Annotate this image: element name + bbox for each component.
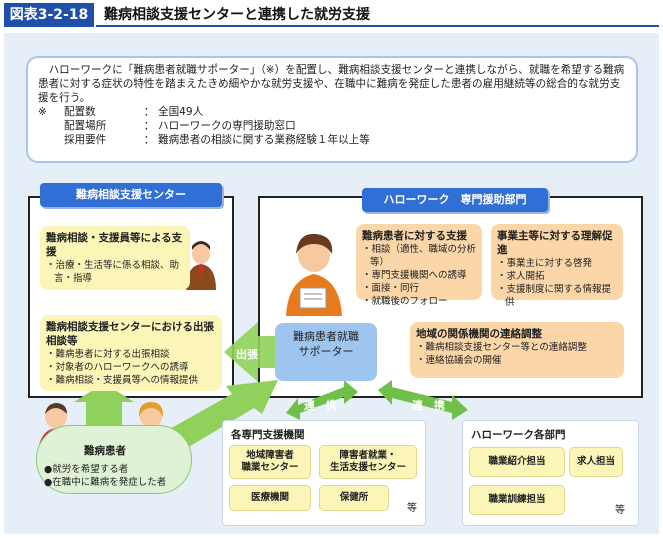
box-title: 難病患者に対する支援 [362,230,467,242]
spec-row: ※ 配置数 ： 全国49人 [38,105,626,119]
box-item: ・支援制度に関する情報提供 [497,284,612,308]
intro-paragraph: ハローワークに「難病患者就職サポーター」（※）を配置し、難病相談支援センターと連… [38,64,625,104]
intro-box: ハローワークに「難病患者就職サポーター」（※）を配置し、難病相談支援センターと連… [26,56,638,163]
box-item: ・就職後のフォロー [362,296,448,307]
agencies-etc: 等 [407,503,417,514]
box-title: 地域の関係機関の連絡調整 [416,328,542,340]
dispatch-label: 出張 [236,348,258,361]
spec-sep: ： [143,120,155,132]
supporter-line2: サポーター [298,345,354,358]
chip-line: 職業センター [241,462,299,473]
box-item: ・求人開拓 [497,271,545,282]
chip-line: 地域障害者 [246,450,294,461]
spec-sep: ： [143,134,155,146]
agency-chip: 地域障害者 職業センター [229,445,311,479]
spec-row: 配置場所 ： ハローワークの専門援助窓口 [38,119,626,133]
box-title: 難病相談支援センターにおける出張相談等 [46,321,214,347]
spec-row: 採用要件 ： 難病患者の相談に関する業務経験１年以上等 [38,133,626,147]
box-item: ・事業主に対する啓発 [497,258,593,269]
chip-line: 医療機関 [250,492,289,503]
employer-support-box: 事業主等に対する理解促進 ・事業主に対する啓発 ・求人開拓 ・支援制度に関する情… [491,224,623,308]
patients-item: ●在職中に難病を発症した者 [44,477,167,488]
agency-chip: 医療機関 [229,485,311,511]
box-item: ・面接・同行 [362,283,420,294]
figure-title: 難病相談支援センターと連携した就労支援 [96,3,659,27]
agencies-title: 各専門支援機関 [231,429,305,441]
supporter-line1: 難病患者就職 [293,330,359,343]
spec-key: 採用要件 [64,134,107,146]
outreach-consultation-box: 難病相談支援センターにおける出張相談等 ・難病患者に対する出張相談 ・対象者のハ… [40,315,222,391]
chip-line: 障害者就業・ [339,450,397,461]
box-item: ・難病相談支援センター等との連絡調整 [416,342,587,353]
note-mark: ※ [38,106,47,118]
support-center-heading: 難病相談支援センター [40,183,222,207]
box-item: ・治療・生活等に係る相談、助言・指導 [46,260,180,284]
chip-line: 生活支援センター [329,462,406,473]
chip-line: 保健所 [339,492,369,503]
departments-title: ハローワーク各部門 [471,429,566,441]
counselor-support-box: 難病相談・支援員等による支援 ・治療・生活等に係る相談、助言・指導 [40,226,190,290]
box-title: 難病相談・支援員等による支援 [46,232,183,258]
box-title: 事業主等に対する理解促進 [497,230,613,256]
spec-value: ハローワークの専門援助窓口 [158,120,296,132]
spec-value: 全国49人 [158,106,204,118]
box-item: ・難病相談・支援員等への情報提供 [46,375,199,386]
box-item: ・難病患者に対する出張相談 [46,349,170,360]
box-item: ・専門支援機関への誘導 [362,270,467,281]
spec-key: 配置場所 [64,120,107,132]
employment-supporter-box: 難病患者就職 サポーター [275,323,377,381]
department-chip: 求人担当 [569,447,623,477]
chip-line: 職業紹介担当 [488,456,546,467]
figure-label: 図表3-2-18 [4,3,94,27]
patients-oval [36,425,192,494]
box-item: ・対象者のハローワークへの誘導 [46,362,189,373]
spec-sep: ： [143,106,155,118]
hellowork-heading: ハローワーク 専門援助部門 [362,188,548,212]
spec-key: 配置数 [64,106,96,118]
department-chip: 職業紹介担当 [469,447,565,477]
renkei-left-label: 連 携 [304,399,337,412]
hellowork-departments-box: ハローワーク各部門 職業紹介担当 求人担当 職業訓練担当 等 [462,420,639,526]
patients-item: ●就労を希望する者 [44,464,129,475]
chip-line: 求人担当 [576,456,615,467]
specialized-agencies-box: 各専門支援機関 地域障害者 職業センター 障害者就業・ 生活支援センター 医療機… [222,420,426,526]
departments-etc: 等 [615,505,625,516]
agency-chip: 保健所 [319,485,389,511]
patient-support-box: 難病患者に対する支援 ・相談（適性、職域の分析等） ・専門支援機関への誘導 ・面… [356,224,482,307]
coordination-box: 地域の関係機関の連絡調整 ・難病相談支援センター等との連絡調整 ・連絡協議会の開… [410,322,624,378]
chip-line: 職業訓練担当 [488,494,546,505]
spec-value: 難病患者の相談に関する業務経験１年以上等 [158,134,370,146]
agency-chip: 障害者就業・ 生活支援センター [319,445,417,479]
patients-title: 難病患者 [84,445,126,457]
box-item: ・相談（適性、職域の分析等） [362,244,477,268]
department-chip: 職業訓練担当 [469,485,565,515]
renkei-right-label: 連 携 [412,399,445,412]
patients-list: ●就労を希望する者 ●在職中に難病を発症した者 [44,463,166,489]
box-item: ・連絡協議会の開催 [416,355,502,366]
